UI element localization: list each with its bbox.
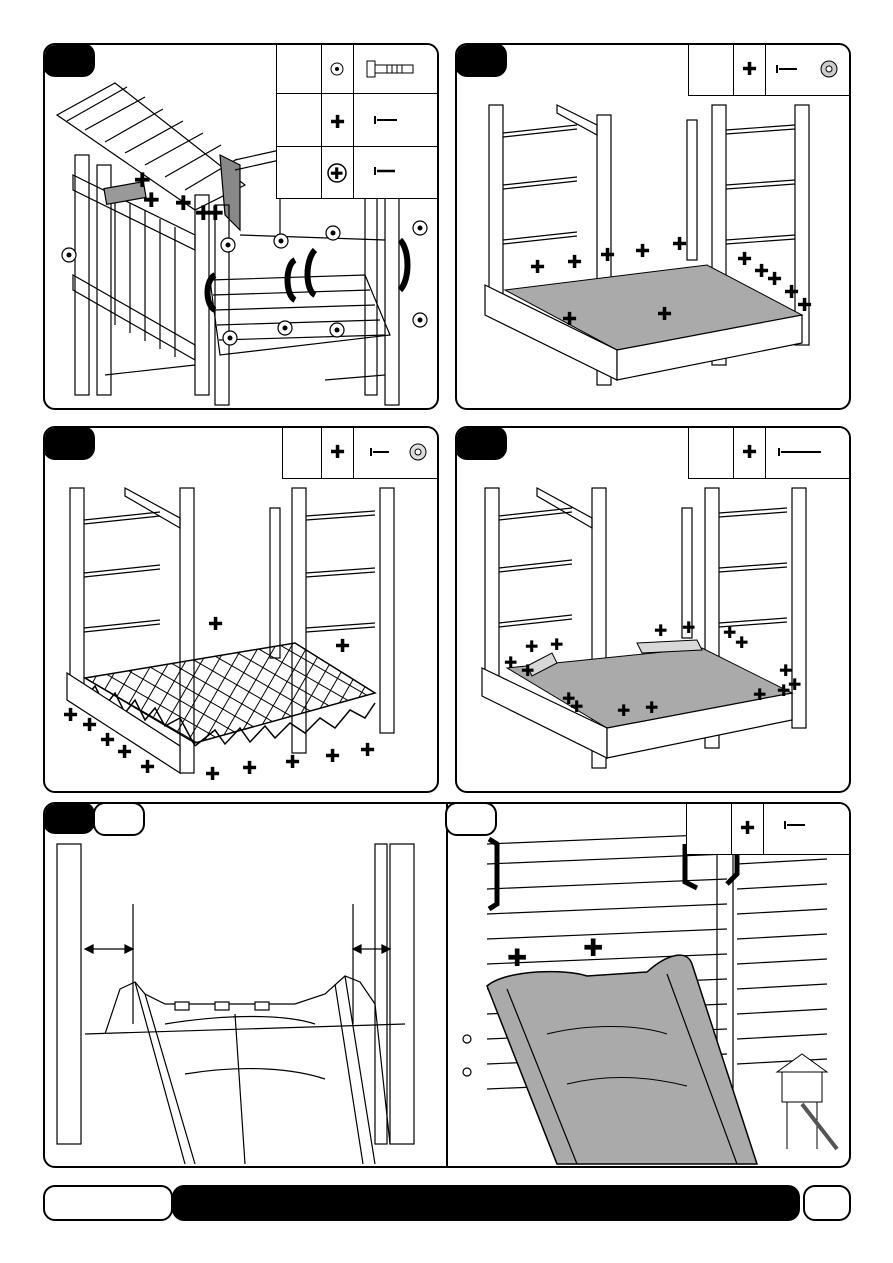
- svg-text:✚: ✚: [134, 168, 151, 192]
- step-panel-3: ✚✚ ✚✚✚ ✚✚✚ ✚✚✚ ✚ ✚: [43, 426, 439, 793]
- svg-text:✚: ✚: [504, 653, 517, 672]
- slide-alignment-illustration: [56, 843, 415, 1165]
- svg-text:✚: ✚: [507, 944, 527, 972]
- step-number-badge: [457, 428, 507, 460]
- svg-text:✚: ✚: [735, 633, 748, 652]
- svg-text:✚: ✚: [285, 752, 300, 773]
- svg-text:✚: ✚: [195, 201, 212, 225]
- svg-text:✚: ✚: [672, 234, 687, 255]
- svg-text:✚: ✚: [753, 685, 766, 704]
- svg-text:✚: ✚: [330, 442, 345, 463]
- svg-text:✚: ✚: [562, 309, 577, 330]
- svg-text:✚: ✚: [767, 269, 782, 290]
- svg-text:✚: ✚: [723, 623, 736, 642]
- svg-text:✚: ✚: [242, 758, 257, 779]
- svg-text:✚: ✚: [208, 614, 223, 635]
- svg-text:✚: ✚: [779, 661, 792, 680]
- step-panel-1: ✚✚ ✚✚✚ ✚ ✚: [43, 43, 439, 410]
- step-number-badge-right: [445, 804, 497, 836]
- svg-text:✚: ✚: [797, 295, 812, 316]
- screw-large-icon: [374, 167, 395, 175]
- svg-text:✚: ✚: [330, 164, 343, 183]
- step-number-badge: [45, 428, 95, 460]
- step-number-badge: [45, 45, 95, 77]
- parts-table: ✚: [282, 428, 437, 479]
- svg-text:✚: ✚: [583, 934, 603, 962]
- bolt-and-nut-icon: [366, 60, 414, 78]
- svg-text:✚: ✚: [742, 442, 757, 463]
- svg-text:✚: ✚: [645, 698, 658, 717]
- footer-title-bar: [172, 1185, 800, 1221]
- svg-text:✚: ✚: [617, 701, 630, 720]
- swing-frame-roof-illustration: ✚✚ ✚✚✚: [55, 82, 428, 406]
- svg-text:✚: ✚: [140, 757, 155, 778]
- svg-text:✚: ✚: [143, 188, 160, 212]
- step-sub-badge: [93, 804, 145, 836]
- screw-small-icon: [374, 116, 397, 124]
- svg-text:✚: ✚: [635, 241, 650, 262]
- screw-washer-icon: [776, 60, 838, 78]
- svg-text:✚: ✚: [525, 637, 538, 656]
- sandpit-floor-illustration: ✚✚✚ ✚✚✚ ✚✚✚ ✚✚✚: [484, 104, 812, 386]
- playhouse-thumbnail: [775, 1053, 839, 1151]
- sandpit-cover-illustration: ✚✚✚ ✚✚✚ ✚✚✚ ✚✚✚ ✚✚✚ ✚: [481, 486, 807, 769]
- parts-table: ✚: [688, 45, 849, 96]
- svg-text:✚: ✚: [100, 730, 115, 751]
- svg-text:✚: ✚: [567, 252, 582, 273]
- svg-text:✚: ✚: [550, 635, 563, 654]
- slide-installed-illustration: ✚✚: [462, 833, 839, 1165]
- svg-text:✚: ✚: [335, 636, 350, 657]
- step-panel-5: ✚✚ ✚: [43, 802, 851, 1168]
- svg-text:✚: ✚: [207, 201, 224, 225]
- svg-text:✚: ✚: [82, 715, 97, 736]
- svg-text:✚: ✚: [600, 245, 615, 266]
- step-number-badge: [457, 45, 507, 77]
- svg-text:✚: ✚: [521, 661, 534, 680]
- svg-text:✚: ✚: [784, 282, 799, 303]
- svg-text:✚: ✚: [742, 59, 757, 80]
- svg-text:✚: ✚: [777, 681, 790, 700]
- panel-divider: [446, 804, 448, 1166]
- svg-text:✚: ✚: [325, 746, 340, 767]
- svg-text:✚: ✚: [562, 689, 575, 708]
- svg-text:✚: ✚: [117, 742, 132, 763]
- svg-text:✚: ✚: [754, 261, 769, 282]
- svg-text:✚: ✚: [175, 191, 192, 215]
- svg-text:✚: ✚: [530, 257, 545, 278]
- svg-text:✚: ✚: [360, 740, 375, 761]
- parts-table: ✚: [688, 428, 849, 479]
- svg-text:✚: ✚: [740, 818, 755, 839]
- svg-text:✚: ✚: [570, 697, 583, 716]
- long-screw-icon: [778, 448, 821, 456]
- sandpit-net-illustration: ✚✚ ✚✚✚ ✚✚✚ ✚✚✚ ✚: [63, 486, 395, 785]
- page-number-box: [803, 1185, 851, 1221]
- parts-table: ✚: [686, 804, 849, 855]
- step-panel-4: ✚✚✚ ✚✚✚ ✚✚✚ ✚✚✚ ✚✚✚ ✚ ✚: [455, 426, 851, 793]
- step-number-badge: [45, 804, 95, 834]
- svg-text:✚: ✚: [682, 618, 695, 637]
- step-panel-2: ✚✚✚ ✚✚✚ ✚✚✚ ✚✚✚ ✚: [455, 43, 851, 410]
- screw-small-icon: [784, 821, 805, 829]
- svg-text:✚: ✚: [737, 249, 752, 270]
- svg-text:✚: ✚: [63, 705, 78, 726]
- svg-text:✚: ✚: [654, 621, 667, 640]
- footer-left-box: [43, 1185, 173, 1221]
- svg-text:✚: ✚: [788, 675, 801, 694]
- screw-washer-icon: [370, 443, 427, 461]
- svg-text:✚: ✚: [330, 112, 345, 133]
- svg-text:✚: ✚: [657, 304, 672, 325]
- svg-text:✚: ✚: [205, 764, 220, 785]
- parts-table: ✚ ✚: [276, 45, 437, 199]
